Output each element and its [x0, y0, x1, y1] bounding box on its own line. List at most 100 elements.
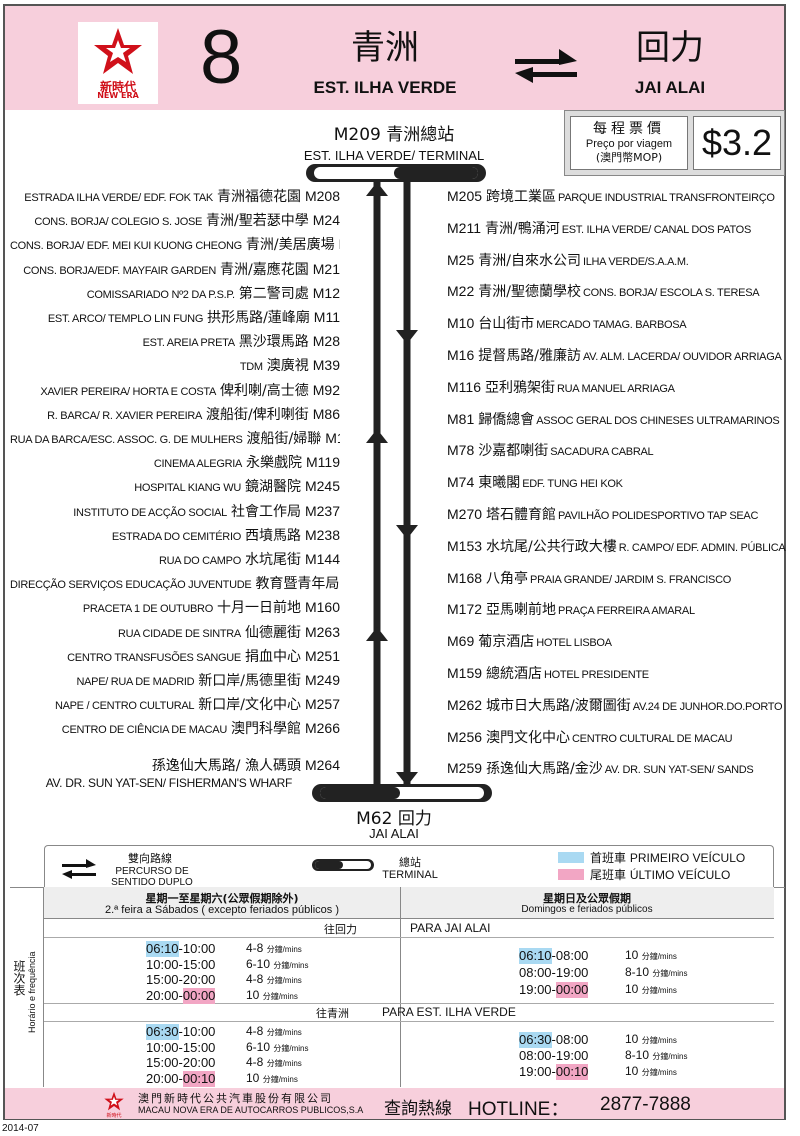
fare-label-pt: Preço por viagem: [585, 138, 673, 150]
stop-name-zh: 歸僑總會: [478, 411, 535, 428]
legend-direction-pt: PERCURSO DE SENTIDO DUPLO: [111, 866, 193, 888]
down-arrow-icon: [396, 525, 418, 539]
stop-code: M25: [447, 251, 475, 268]
stop-code: M262: [447, 696, 483, 713]
stop-name-zh: 青洲/聖德蘭學校: [478, 284, 581, 301]
stop-name-pt: AV. DR. SUN YAT-SEN/ FISHERMAN'S WHARF: [45, 776, 292, 790]
up-arrow-icon: [366, 627, 388, 641]
stop-code: M172: [447, 601, 483, 618]
weekend-heading-pt: Domingos e feriados públicos: [521, 904, 653, 915]
stop-code: M69: [447, 633, 475, 650]
stop-code: M263: [304, 623, 340, 640]
stop-code: M119: [306, 454, 340, 471]
stop-name-zh: 總統酒店: [486, 666, 543, 682]
frequency: 8-10 分鐘/mins: [625, 1048, 688, 1062]
period-end: -08:00: [551, 1032, 589, 1047]
stop-name-zh: 渡船街/俾利喇街: [206, 406, 309, 423]
period-end: -20:00: [178, 1055, 216, 1071]
stop-code: M10: [447, 315, 475, 332]
stop-code: M92: [312, 381, 340, 398]
stop-code: M28: [312, 333, 340, 350]
direction-2-pt: PARA EST. ILHA VERDE: [382, 1005, 516, 1019]
stop-name-pt: CENTRO TRANSFUSÕES SANGUE: [67, 651, 241, 664]
stop-name-pt: ESTRADA DO CEMITÉRIO: [111, 530, 241, 543]
stop-code: M11: [313, 309, 340, 325]
stop-code: M153: [447, 537, 483, 554]
stop-name-pt: RUA CIDADE DE SINTRA: [118, 627, 241, 640]
timetable-header: [44, 887, 774, 919]
stop-name-zh: 社會工作局: [230, 503, 301, 520]
stop-name-pt: AV. ALM. LACERDA/ OUVIDOR ARRIAGA: [582, 351, 782, 363]
period-start: 20:00-: [146, 1071, 183, 1087]
stop-code: M78: [447, 442, 475, 459]
two-way-route-icon: [62, 859, 96, 879]
timetable-divider: [400, 887, 401, 1087]
stop-code: M208: [304, 188, 340, 204]
stop-code: M86: [312, 405, 340, 422]
direction-2-zh: 往青洲: [316, 1007, 349, 1020]
period-end: -19:00: [551, 1048, 589, 1063]
stop-name-pt: DIRECÇÃO SERVIÇOS EDUCAÇÃO JUVENTUDE: [10, 579, 252, 592]
up-arrow-icon: [366, 182, 388, 196]
period-start: 19:00-: [519, 1064, 556, 1079]
stop-name-pt: ASSOC GERAL DOS CHINESES ULTRAMARINOS: [536, 414, 780, 427]
up-arrow-icon: [366, 429, 388, 443]
fare-box: 每程票價 Preço por viagem (澳門幣MOP) $3.2: [564, 110, 785, 176]
stop-name-pt: ESTRADA ILHA VERDE/ EDF. FOK TAK: [24, 192, 213, 204]
stop-name-pt: RUA DA BARCA/ESC. ASSOC. G. DE MULHERS: [10, 434, 243, 446]
stop-name-pt: EDF. TUNG HEI KOK: [522, 478, 623, 491]
stop-name-pt: HOTEL LISBOA: [536, 637, 612, 650]
stop-name-pt: HOTEL PRESIDENTE: [544, 669, 649, 681]
stop-code: M238: [304, 526, 340, 543]
frequency: 10 分鐘/mins: [625, 1064, 677, 1078]
period-end: -15:00: [178, 956, 216, 972]
legend-direction-zh: 雙向路線: [128, 852, 172, 865]
stop-name-pt: PRAÇA FERREIRA AMARAL: [558, 605, 695, 618]
period-start: 08:00: [519, 1048, 552, 1063]
stop-name-pt: INSTITUTO DE ACÇÃO SOCIAL: [73, 506, 227, 519]
frequency: 10 分鐘/mins: [246, 1071, 298, 1086]
stop-name-pt: R. CAMPO/ EDF. ADMIN. PÚBLICA: [618, 541, 786, 554]
stop-left-last-pt: AV. DR. SUN YAT-SEN/ FISHERMAN'S WHARF: [10, 771, 292, 793]
direction-1-row: 往回力 PARA JAI ALAI: [44, 921, 774, 937]
footer-band: [5, 1088, 784, 1119]
stop-name-pt: PRACETA 1 DE OUTUBRO: [82, 603, 213, 616]
direction-1-zh: 往回力: [324, 923, 357, 936]
footer-logo-icon: [104, 1091, 124, 1111]
stop-name-zh: 跨境工業區: [486, 189, 557, 205]
hotline-label-zh: 查詢熱線: [384, 1099, 452, 1119]
stop-name-zh: 黑沙環馬路: [238, 334, 309, 351]
stop-code: M205: [447, 188, 483, 204]
period-start: 06:30: [146, 1024, 179, 1040]
stop-name-zh: 渡船街/婦聯: [246, 431, 322, 447]
bottom-terminal-bar-icon: [312, 784, 492, 802]
stop-code: M259: [447, 760, 483, 777]
period-end: -15:00: [178, 1039, 216, 1055]
stop-name-zh: 台山街市: [478, 316, 535, 333]
stop-name-pt: PARQUE INDUSTRIAL TRANSFRONTEIRÇO: [558, 192, 775, 204]
weekend-heading-zh: 星期日及公眾假期: [543, 892, 631, 905]
stop-code: M168: [447, 569, 483, 586]
first-bus-swatch: [558, 852, 584, 863]
stop-name-pt: MERCADO TAMAG. BARBOSA: [536, 319, 687, 332]
